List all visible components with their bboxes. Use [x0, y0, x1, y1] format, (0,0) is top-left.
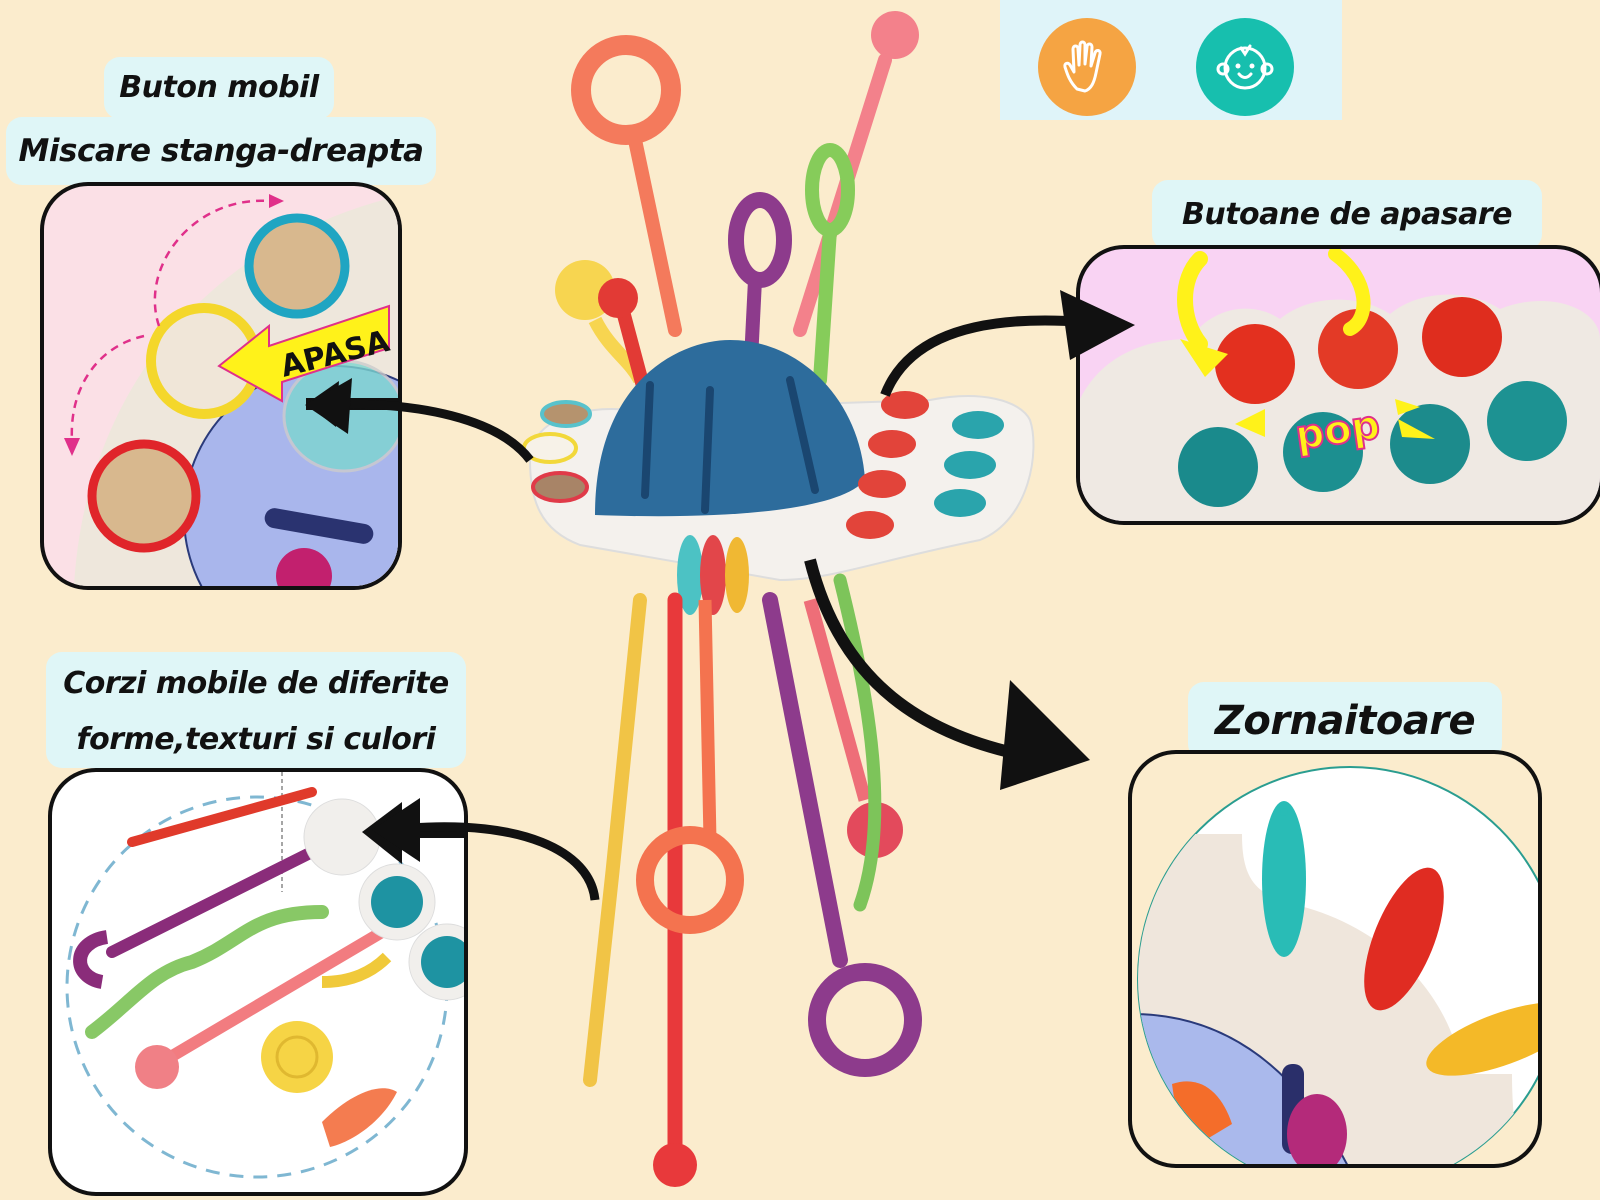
callout-title-line: forme,texturi si culori — [76, 722, 436, 757]
teal-pop-buttons — [1178, 381, 1567, 507]
panel-moving-button: APASA — [40, 182, 402, 590]
panel-push-buttons: pop — [1076, 245, 1600, 525]
callout-title-pull-strings: Corzi mobile de diferite forme,texturi s… — [46, 652, 466, 768]
feature-icon-strip — [1000, 0, 1342, 120]
pull-strings-illustration — [65, 772, 464, 1179]
sensory-toy-illustration — [522, 11, 1035, 1187]
baby-face-icon — [1196, 18, 1294, 116]
callout-title-push-buttons: Butoane de apasare — [1152, 180, 1542, 250]
callout-title-line: Corzi mobile de diferite — [63, 666, 449, 701]
hand-icon — [1038, 18, 1136, 116]
red-pop-buttons — [1215, 297, 1502, 404]
callout-title-line: Miscare stanga-dreapta — [18, 133, 424, 169]
callout-title-line: Butoane de apasare — [1181, 197, 1513, 232]
moving-button-illustration: APASA — [64, 194, 398, 586]
rattles-illustration — [1137, 766, 1538, 1164]
callout-title-line: Buton mobil — [119, 70, 319, 105]
lower-pull-strings — [583, 573, 922, 1187]
pop-buttons-illustration: pop — [1080, 249, 1600, 521]
callout-title-moving-button: Buton mobil — [104, 57, 334, 119]
panel-pull-strings — [48, 768, 468, 1196]
callout-subtitle-left-right: Miscare stanga-dreapta — [6, 117, 436, 185]
panel-rattles — [1128, 750, 1542, 1168]
callout-title-line: Zornaitoare — [1214, 698, 1476, 744]
center-pop-buttons — [846, 391, 1004, 539]
callout-title-rattles: Zornaitoare — [1188, 682, 1502, 760]
